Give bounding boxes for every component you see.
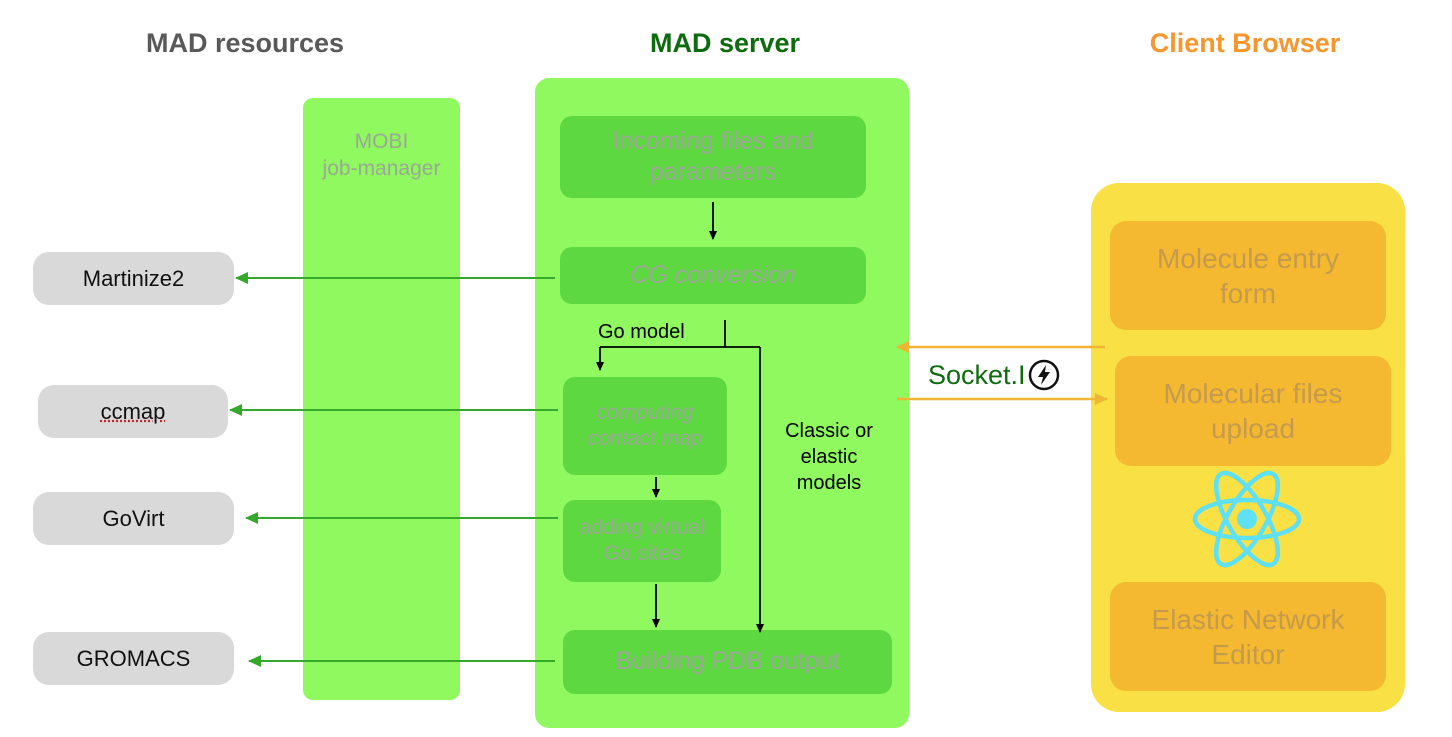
react-icon (1192, 470, 1302, 568)
socketio-icon (1028, 359, 1059, 391)
socket-label-text: Socket.I (928, 359, 1026, 390)
elastic-network-editor-box: Elastic Network Editor (1110, 582, 1386, 691)
server-heading: MAD server (649, 28, 801, 58)
resource-martinize2: Martinize2 (33, 252, 234, 305)
pdb-output-box: Building PDB output (563, 630, 892, 694)
cg-conversion-box: CG conversion (560, 247, 866, 304)
go-model-branch (600, 320, 726, 348)
go-model-label: Go model (598, 321, 685, 343)
job-manager-panel: MOBI job-manager (303, 98, 460, 700)
molecular-files-upload-box: Molecular files upload (1115, 356, 1391, 466)
client-heading: Client Browser (1149, 28, 1341, 58)
resource-ccmap-label: ccmap (100, 398, 166, 424)
resource-govirt: GoVirt (33, 492, 234, 545)
socket-label: Socket.I (928, 358, 1060, 392)
classic-elastic-label: Classic or elastic models (785, 420, 873, 494)
resource-ccmap: ccmap (38, 385, 228, 438)
resources-heading: MAD resources (145, 28, 345, 58)
job-manager-label: MOBI job-manager (322, 130, 441, 181)
resource-gromacs: GROMACS (33, 632, 234, 685)
virtual-sites-box: adding virtual Go sites (563, 500, 721, 582)
contact-map-box: computing contact map (563, 377, 727, 475)
molecule-entry-form-box: Molecule entry form (1110, 221, 1386, 330)
incoming-files-box: Incoming files and parameters (560, 116, 866, 198)
